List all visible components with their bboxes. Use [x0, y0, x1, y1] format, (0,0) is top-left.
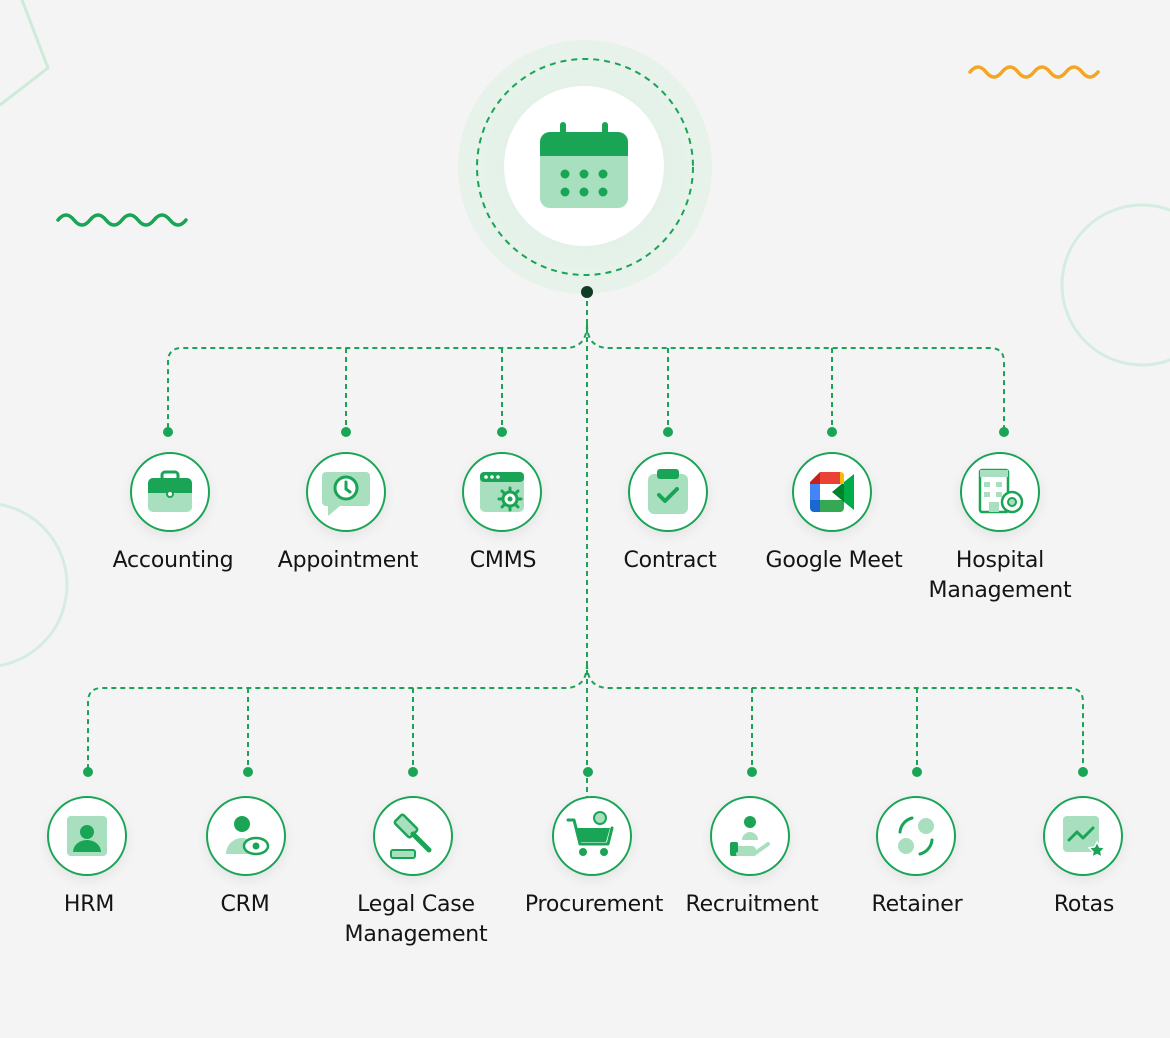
top-connector-dot-3: [663, 427, 673, 437]
bottom-connector-dot-2: [408, 767, 418, 777]
hospital-gear-icon: [978, 468, 1024, 514]
label-retainer: Retainer: [871, 892, 963, 917]
chart-star-icon: [1063, 816, 1107, 859]
node-hospital-management[interactable]: [960, 452, 1040, 532]
label-hrm: HRM: [63, 892, 115, 917]
hand-person-icon: [730, 816, 770, 856]
node-retainer[interactable]: [876, 796, 956, 876]
label-rotas: Rotas: [1053, 892, 1115, 917]
node-legal-case-management[interactable]: [373, 796, 453, 876]
label-procurement: Procurement: [524, 892, 664, 917]
label-appointment: Appointment: [277, 548, 419, 573]
label-legal-case-management: Legal Case Management: [344, 892, 488, 947]
bottom-connector-dot-6: [1078, 767, 1088, 777]
decor-wave-orange: [968, 65, 1100, 79]
person-eye-icon: [226, 816, 270, 856]
briefcase-icon: [148, 470, 192, 512]
decor-circle-right: [1060, 203, 1170, 367]
node-crm[interactable]: [206, 796, 286, 876]
gavel-icon: [390, 813, 432, 859]
bottom-bus-right: [586, 663, 1084, 772]
bottom-connector-dot-4: [747, 767, 757, 777]
node-cmms[interactable]: [462, 452, 542, 532]
label-crm: CRM: [220, 892, 270, 917]
decor-wave-green: [56, 213, 188, 227]
top-bus-left: [167, 323, 588, 432]
node-google-meet[interactable]: [792, 452, 872, 532]
window-gear-icon: [480, 472, 524, 512]
calendar-icon: [540, 122, 628, 208]
top-bus-right: [586, 323, 1005, 432]
label-google-meet: Google Meet: [765, 548, 903, 573]
bottom-connector-dot-0: [83, 767, 93, 777]
top-connector-dot-4: [827, 427, 837, 437]
top-connector-dot-1: [341, 427, 351, 437]
label-recruitment: Recruitment: [685, 892, 819, 917]
top-connector-dot-5: [999, 427, 1009, 437]
node-hrm[interactable]: [47, 796, 127, 876]
label-accounting: Accounting: [112, 548, 234, 573]
google-meet-icon: [810, 472, 854, 512]
bottom-connector-dot-3: [583, 767, 593, 777]
appointment-clock-icon: [322, 472, 370, 516]
cart-gear-icon: [566, 811, 614, 856]
clipboard-check-icon: [648, 469, 688, 514]
node-recruitment[interactable]: [710, 796, 790, 876]
person-card-icon: [67, 816, 107, 856]
label-cmms: CMMS: [469, 548, 537, 573]
cycle-dots-icon: [898, 816, 934, 856]
bottom-connector-dot-5: [912, 767, 922, 777]
bottom-connector-dot-1: [243, 767, 253, 777]
label-contract: Contract: [623, 548, 717, 573]
node-appointment[interactable]: [306, 452, 386, 532]
node-procurement[interactable]: [552, 796, 632, 876]
decor-circle-left: [0, 502, 69, 668]
top-connector-dot-2: [497, 427, 507, 437]
bottom-bus-left: [87, 663, 588, 772]
top-connector-dot-0: [163, 427, 173, 437]
node-accounting[interactable]: [130, 452, 210, 532]
decor-triangle-outline: [0, 0, 50, 107]
node-contract[interactable]: [628, 452, 708, 532]
hub-anchor-dot: [581, 286, 593, 298]
node-rotas[interactable]: [1043, 796, 1123, 876]
label-hospital-management: Hospital Management: [928, 548, 1072, 603]
hub-calendar[interactable]: [504, 86, 664, 246]
